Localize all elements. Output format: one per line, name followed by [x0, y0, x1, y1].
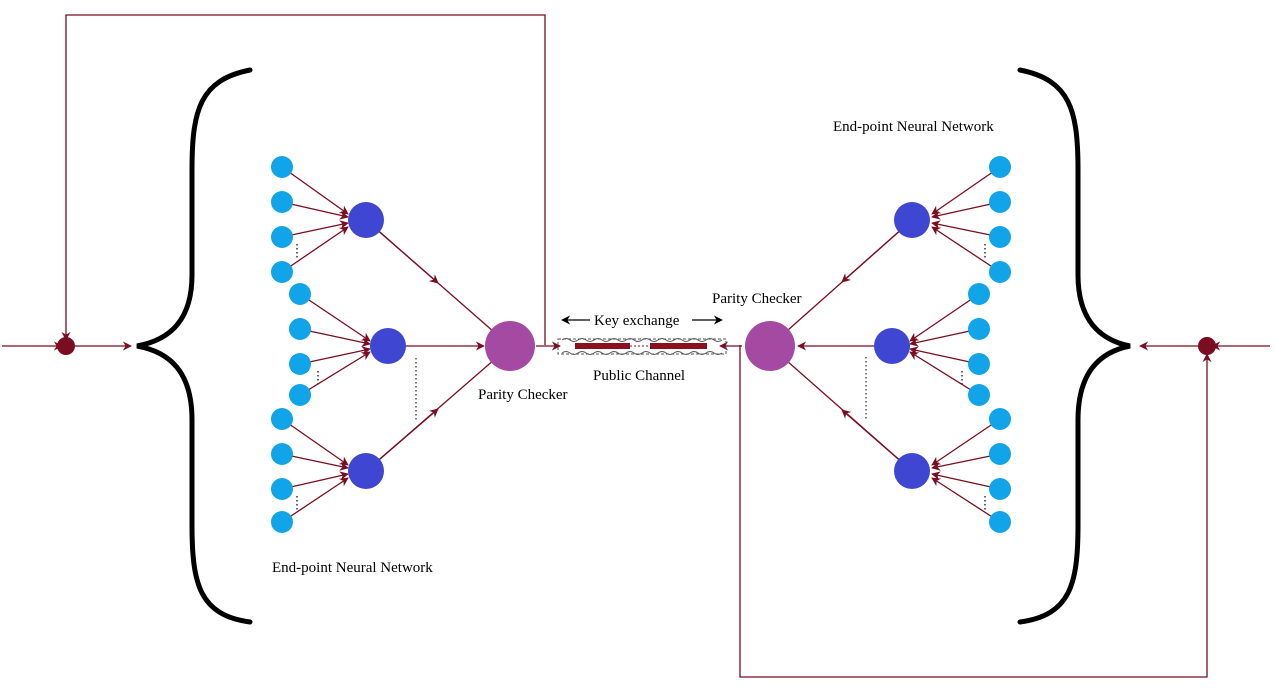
input-node	[271, 443, 293, 465]
left-parity-label: Parity Checker	[478, 387, 568, 403]
input-node	[989, 191, 1011, 213]
right-input-connections	[909, 166, 1001, 523]
input-node	[968, 384, 990, 406]
left-input-nodes	[271, 156, 311, 533]
right-junction-dot	[1198, 337, 1216, 355]
left-input-connections	[281, 166, 371, 523]
input-node	[271, 226, 293, 248]
left-feedback-loop	[61, 14, 546, 345]
left-network-label: End-point Neural Network	[272, 560, 433, 576]
key-exchange-label: Key exchange	[594, 313, 680, 329]
input-node	[989, 478, 1011, 500]
right-parity-checker-node	[745, 321, 795, 371]
left-junction-dot	[57, 337, 75, 355]
hidden-node	[370, 328, 406, 364]
input-node	[968, 318, 990, 340]
input-node	[289, 353, 311, 375]
right-hidden-nodes	[874, 202, 930, 489]
input-node	[271, 478, 293, 500]
input-node	[989, 261, 1011, 283]
hidden-node	[348, 453, 384, 489]
input-node	[989, 156, 1011, 178]
input-node	[271, 408, 293, 430]
hidden-node	[874, 328, 910, 364]
input-node	[289, 384, 311, 406]
left-hidden-nodes	[348, 202, 406, 489]
input-node	[968, 283, 990, 305]
right-parity-label: Parity Checker	[712, 291, 802, 307]
input-node	[271, 156, 293, 178]
right-feedback-loop	[739, 345, 1212, 678]
input-node	[989, 226, 1011, 248]
right-input-nodes	[968, 156, 1011, 533]
input-node	[271, 191, 293, 213]
input-node	[968, 353, 990, 375]
public-channel-label: Public Channel	[593, 368, 685, 384]
input-node	[989, 511, 1011, 533]
input-node	[289, 283, 311, 305]
hidden-node	[894, 453, 930, 489]
hidden-node	[894, 202, 930, 238]
input-node	[289, 318, 311, 340]
right-network-label: End-point Neural Network	[833, 119, 994, 135]
right-brace	[1017, 67, 1131, 625]
left-brace	[136, 67, 253, 625]
public-channel	[557, 338, 727, 355]
hidden-node	[348, 202, 384, 238]
input-node	[271, 511, 293, 533]
input-node	[989, 408, 1011, 430]
input-node	[989, 443, 1011, 465]
left-parity-checker-node	[485, 321, 535, 371]
input-node	[271, 261, 293, 283]
